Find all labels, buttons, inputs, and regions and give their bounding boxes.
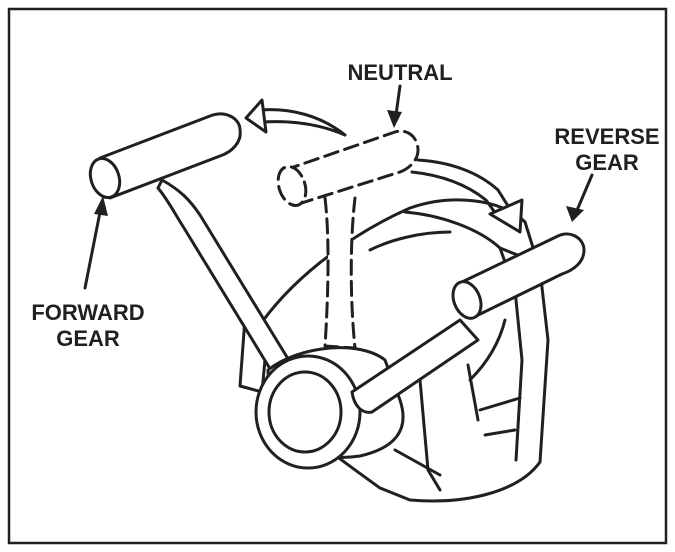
frame-border [7,7,668,545]
forward-pointer [83,196,108,290]
reverse-label-line2: GEAR [575,150,639,175]
neutral-pointer [387,84,402,128]
forward-lever [88,112,292,374]
forward-label-line2: GEAR [56,326,120,351]
reverse-lever [350,232,586,414]
forward-label-line1: FORWARD [31,300,145,325]
reverse-label-line1: REVERSE [554,124,660,149]
neutral-lever [276,129,420,350]
reverse-pointer [566,173,594,222]
curved-arrow-to-forward [244,98,347,137]
neutral-label: NEUTRAL [347,60,453,85]
hub [254,346,405,470]
curved-arrow-to-reverse [410,158,524,234]
